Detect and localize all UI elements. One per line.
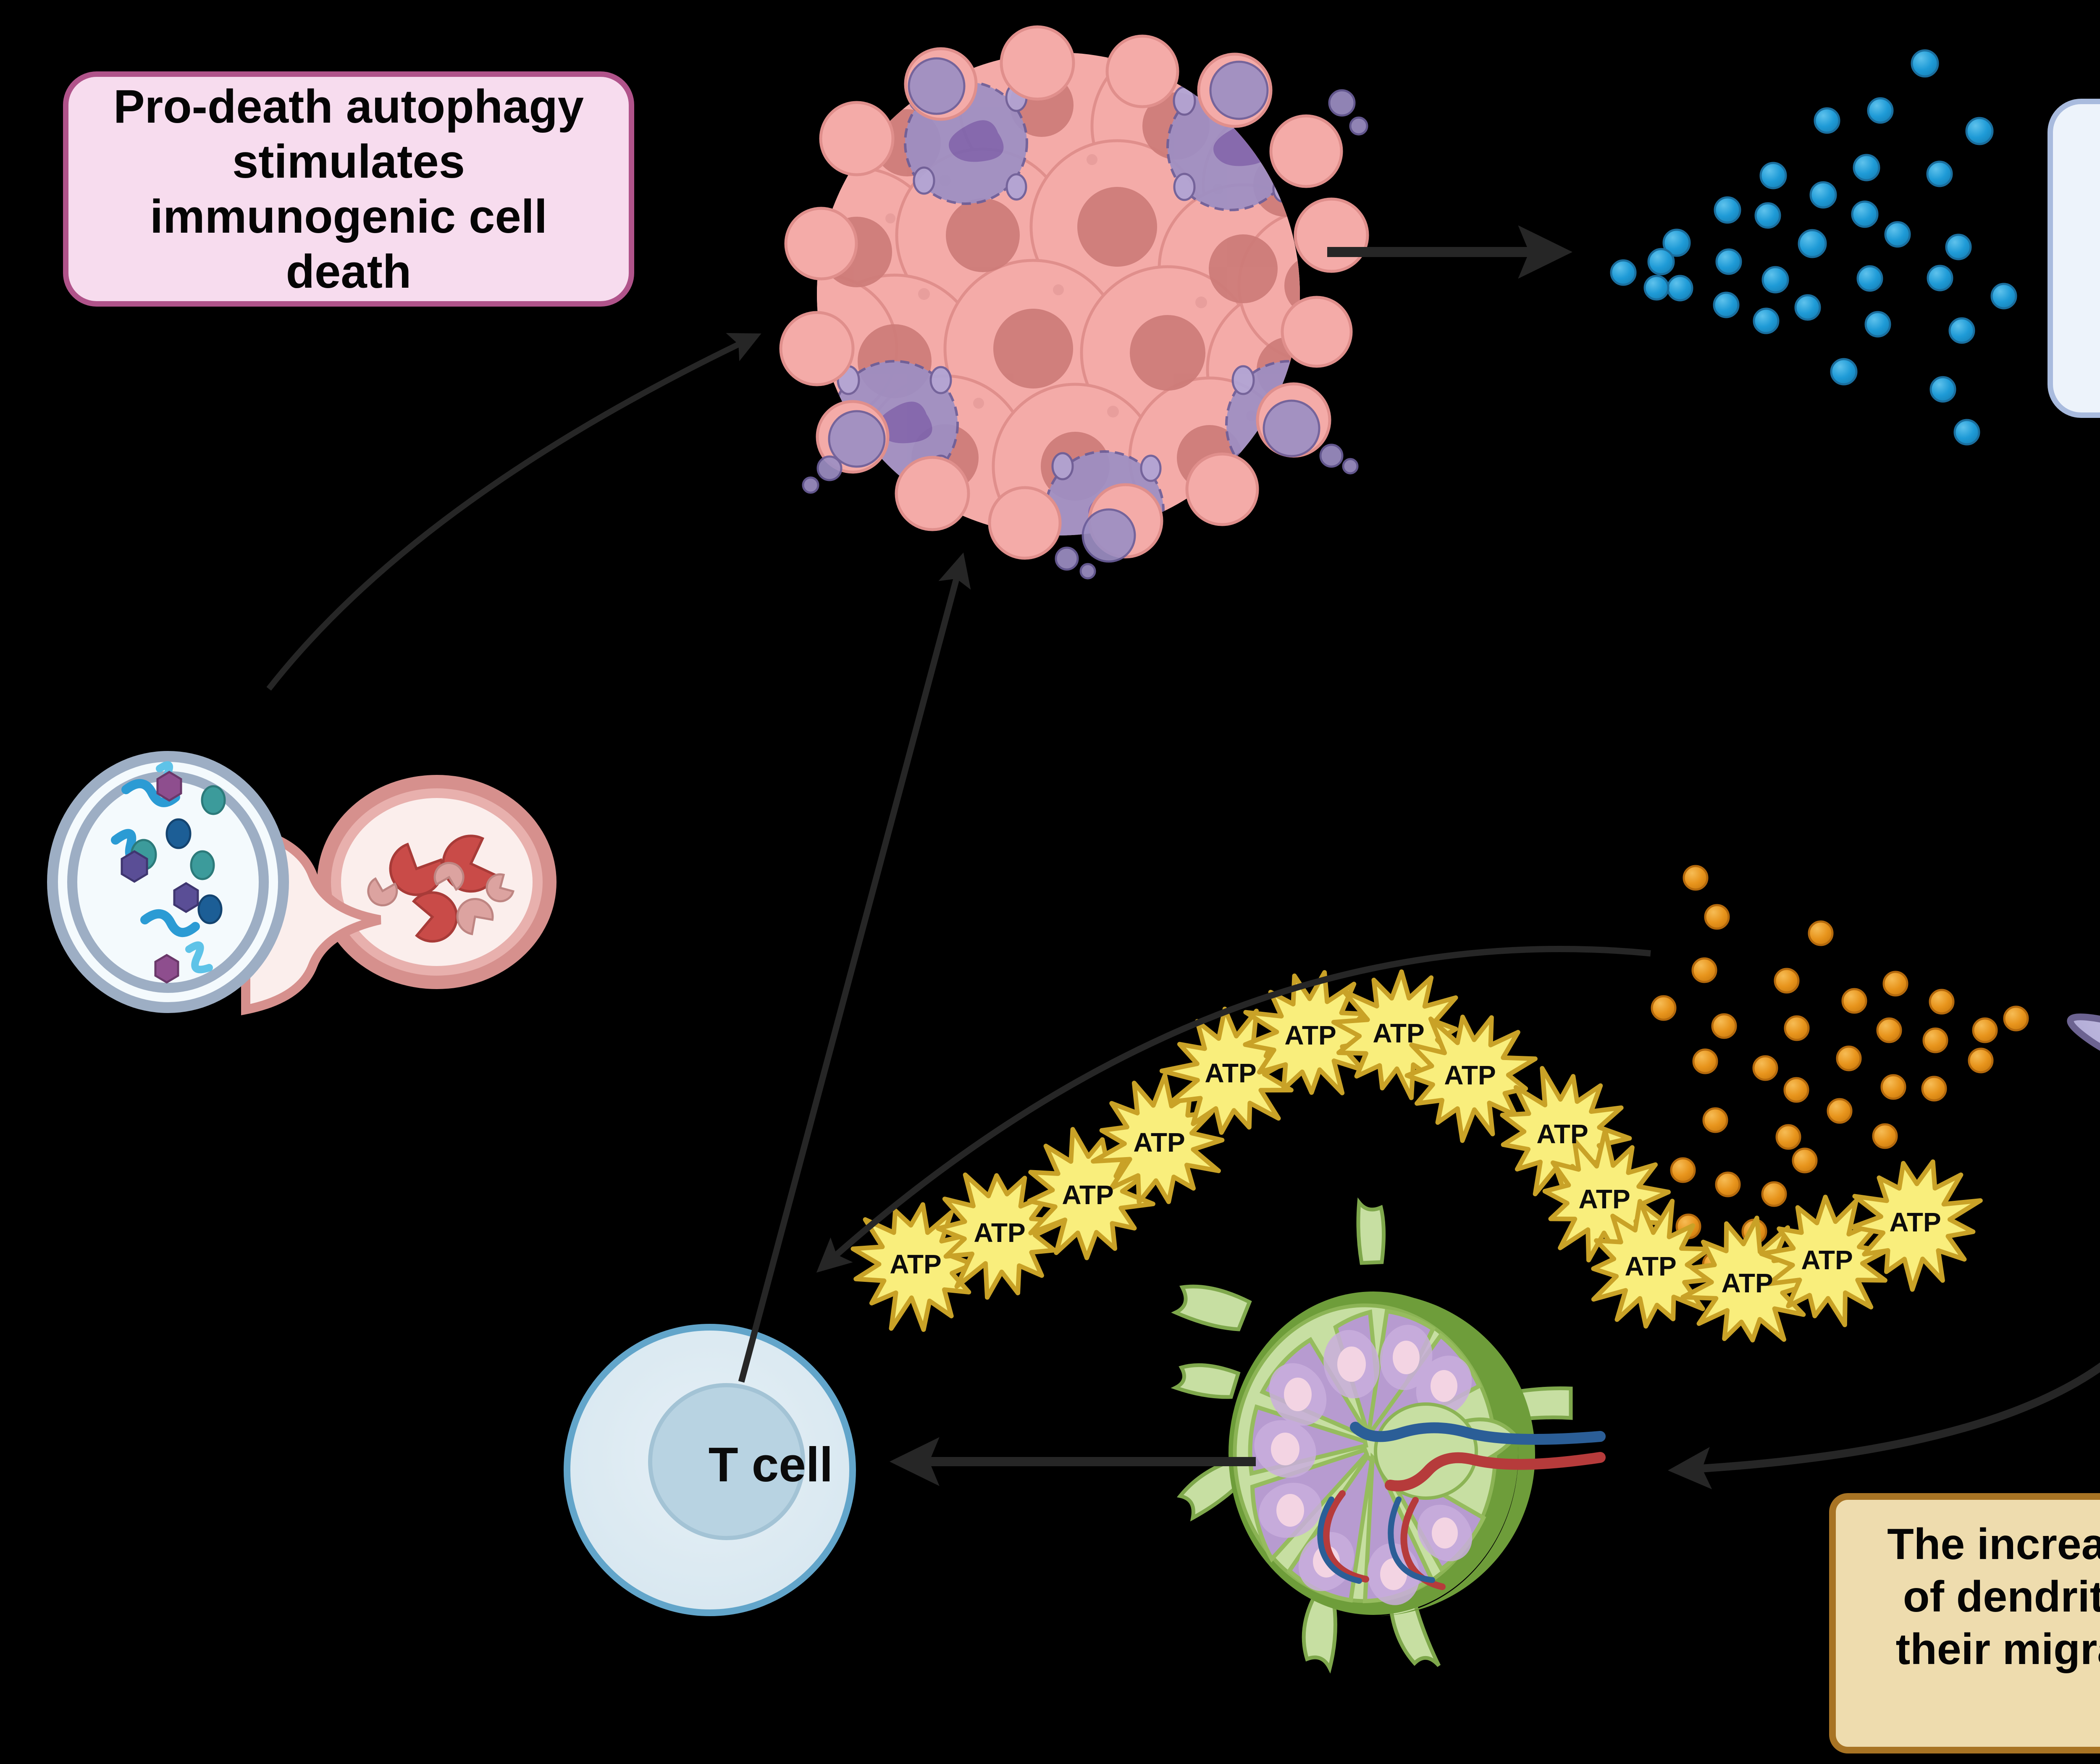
arrow-t-cell-to-tumor [738,552,971,1383]
callout-pro-death-text: Pro-death autophagy stimulates immunogen… [113,80,584,298]
atp-star [850,1202,976,1332]
damp-dots [1610,49,2017,446]
arrow-dendritic-to-lymph-node [1668,1362,2100,1489]
t-cell [564,1324,856,1616]
callout-dendritic-maturation: The increase in maturation of dendritic … [1829,1493,2100,1754]
callout-dendritic-text: The increase in maturation of dendritic … [1887,1520,2100,1674]
autophagic-cargo [111,761,226,984]
arrow-autophagosome-to-tumor [266,333,761,691]
atp-star [1680,1215,1811,1343]
atp-star [1850,1159,1983,1292]
germinal-centers [1271,1341,1458,1590]
callout-pro-death-autophagy: Pro-death autophagy stimulates immunogen… [63,71,634,307]
atp-star [1091,1073,1225,1205]
callout-damp-text: DAMP CRT HMGB1 ATP IFN [2099,110,2100,407]
t-cell-label: T cell [708,1437,833,1492]
arrow-atp-to-t-cell [816,945,1651,1273]
dendritic-cell [2067,1013,2100,1051]
autophagosome [47,751,289,1013]
callout-damp-list: DAMP CRT HMGB1 ATP IFN [2048,99,2100,418]
lymph-node [1171,1197,1606,1674]
blood-vessels [1317,1422,1606,1590]
atp-star-chain [850,969,1983,1343]
lysosomal-enzymes [367,835,514,943]
autophagosome-lysosome-fusion [47,751,556,1016]
tumor-cell-cluster [779,25,1369,580]
arrows [266,225,2100,1489]
atp-star [1759,1194,1887,1327]
atp-star [1243,970,1373,1095]
atp-star [1404,1014,1538,1143]
lysosome [317,775,556,989]
